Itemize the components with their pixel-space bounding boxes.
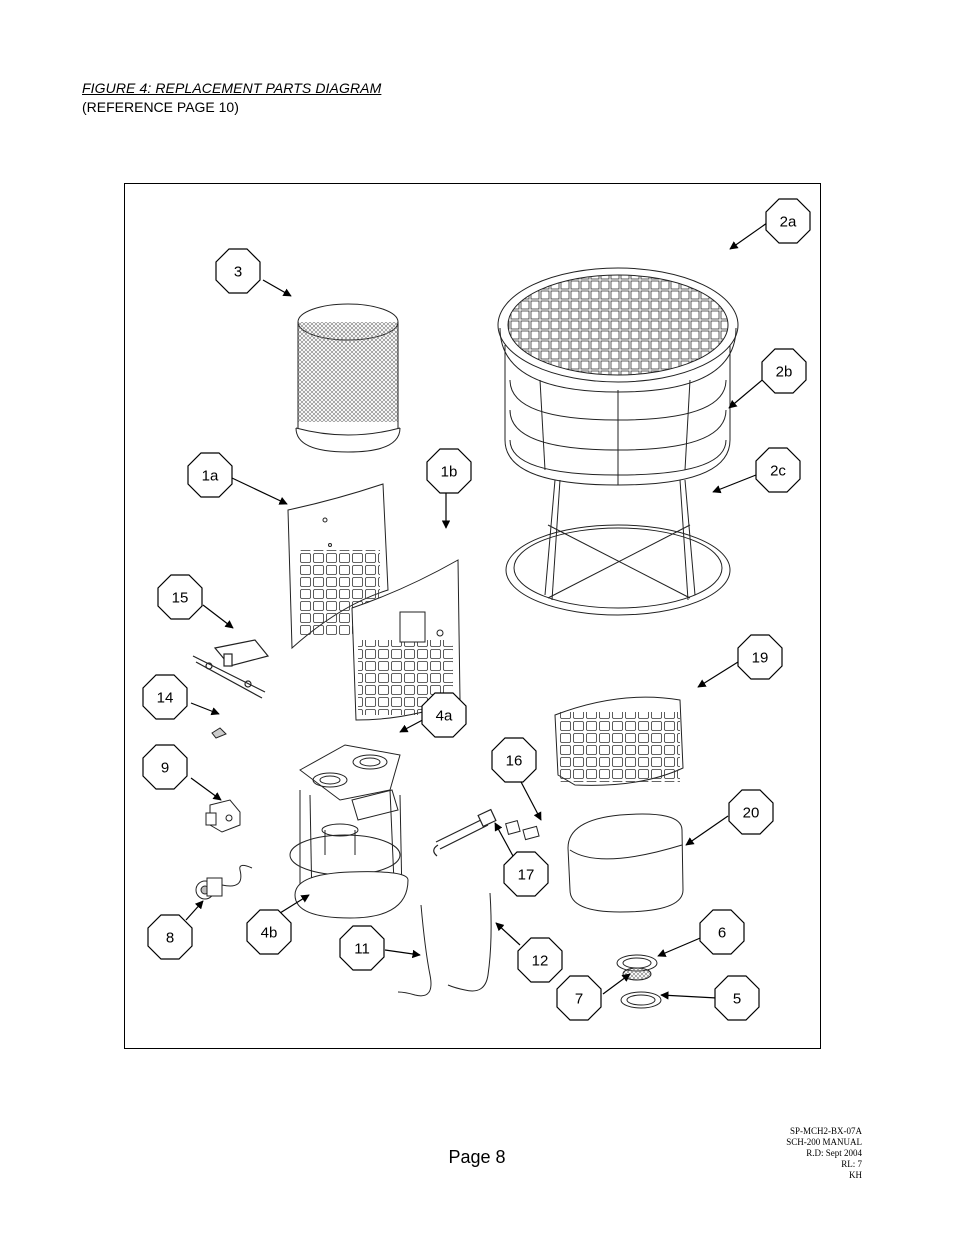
callout-5: 5 — [714, 975, 760, 1021]
part-11-thermocouple — [397, 904, 432, 997]
doc-manual: SCH-200 MANUAL — [786, 1137, 862, 1147]
callout-7: 7 — [556, 975, 602, 1021]
part-15-burner — [192, 639, 270, 699]
part-3-filter — [295, 303, 401, 453]
part-8-igniter — [195, 864, 253, 900]
svg-text:6: 6 — [718, 925, 726, 942]
doc-code: SP-MCH2-BX-07A — [789, 1126, 862, 1136]
callouts: 2a 3 2b 1a 1b 2c 15 19 — [142, 198, 811, 1021]
part-2a-grill-top — [497, 267, 739, 393]
callout-2b: 2b — [761, 348, 807, 394]
callout-6: 6 — [699, 909, 745, 955]
svg-text:9: 9 — [161, 760, 169, 777]
callout-4b: 4b — [246, 909, 292, 955]
svg-text:8: 8 — [166, 930, 174, 947]
svg-text:14: 14 — [157, 690, 174, 707]
svg-text:12: 12 — [532, 953, 549, 970]
part-14-clip — [211, 727, 227, 739]
callout-1b: 1b — [426, 448, 472, 494]
svg-text:2a: 2a — [780, 214, 797, 231]
callout-1a: 1a — [187, 452, 233, 498]
svg-text:17: 17 — [518, 867, 535, 884]
callout-16: 16 — [491, 737, 537, 783]
callout-20: 20 — [728, 789, 774, 835]
part-5-gasket — [620, 991, 662, 1009]
part-2b-cage — [504, 345, 731, 486]
svg-text:4b: 4b — [261, 925, 278, 942]
svg-text:2b: 2b — [776, 364, 793, 381]
part-12-wire — [447, 892, 492, 992]
svg-text:7: 7 — [575, 991, 583, 1008]
svg-text:20: 20 — [743, 805, 760, 822]
svg-text:11: 11 — [354, 941, 370, 958]
callout-14: 14 — [142, 674, 188, 720]
svg-text:19: 19 — [752, 650, 769, 667]
svg-text:16: 16 — [506, 753, 523, 770]
part-16-fitting — [505, 820, 540, 841]
callout-17: 17 — [503, 851, 549, 897]
svg-text:2c: 2c — [770, 463, 786, 480]
part-1a-panel — [287, 483, 389, 650]
doc-revision-date: R.D: Sept 2004 — [806, 1148, 862, 1158]
svg-text:15: 15 — [172, 590, 189, 607]
callout-8: 8 — [147, 914, 193, 960]
page-number: Page 8 — [448, 1147, 506, 1167]
callout-11: 11 — [339, 925, 385, 971]
part-4a-base-top — [299, 744, 401, 821]
callout-12: 12 — [517, 937, 563, 983]
part-7-screen — [622, 967, 652, 981]
callout-4a: 4a — [421, 692, 467, 738]
callout-3: 3 — [215, 248, 261, 294]
part-17-hose — [433, 808, 497, 857]
doc-author: KH — [849, 1170, 862, 1180]
figure-subtitle: (REFERENCE PAGE 10) — [82, 99, 239, 115]
part-4b-base-frame — [289, 789, 409, 919]
svg-text:4a: 4a — [436, 708, 453, 725]
document-info: SP-MCH2-BX-07A SCH-200 MANUAL R.D: Sept … — [786, 1126, 862, 1181]
callout-15: 15 — [157, 574, 203, 620]
svg-text:1b: 1b — [441, 464, 458, 481]
callout-2a: 2a — [765, 198, 811, 244]
callout-19: 19 — [737, 634, 783, 680]
part-2c-stand — [505, 479, 731, 616]
part-19-grid-panel — [554, 696, 684, 786]
figure-title: FIGURE 4: REPLACEMENT PARTS DIAGRAM — [82, 80, 382, 96]
svg-text:1a: 1a — [202, 468, 219, 485]
svg-text:3: 3 — [234, 264, 242, 281]
part-20-tray — [567, 813, 684, 913]
callout-2c: 2c — [755, 447, 801, 493]
diagram-frame — [124, 183, 821, 1049]
part-9-valve — [205, 799, 241, 833]
svg-text:5: 5 — [733, 991, 741, 1008]
callout-arrows — [185, 222, 768, 1000]
doc-revision-level: RL: 7 — [841, 1159, 862, 1169]
callout-9: 9 — [142, 744, 188, 790]
